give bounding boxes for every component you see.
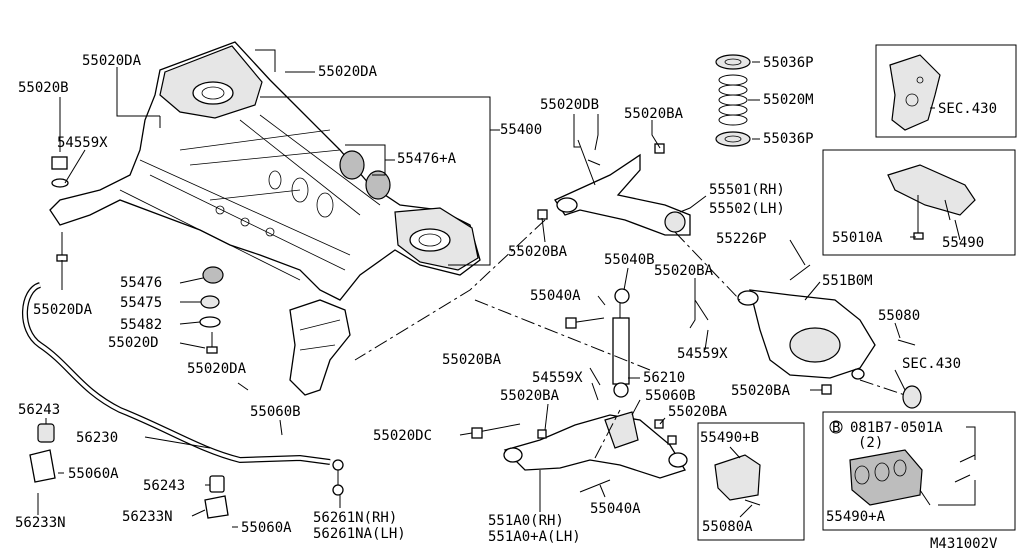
lower-arm-551A0 (471, 411, 688, 493)
label-sec430-mid: SEC.430 (902, 356, 961, 372)
label-55482: 55482 (120, 317, 162, 333)
label-551A0: 551A0(RH) (488, 513, 564, 529)
label-sec430-top: SEC.430 (938, 101, 997, 117)
label-55020BA-7: 55020BA (668, 404, 728, 420)
label-56243-bottom: 56243 (143, 478, 185, 494)
label-55475: 55475 (120, 295, 162, 311)
label-54559X-center: 54559X (532, 370, 583, 386)
label-55020DC: 55020DC (373, 428, 432, 444)
label-55476: 55476 (120, 275, 162, 291)
label-55020DB: 55020DB (540, 97, 599, 113)
label-55060B-left: 55060B (250, 404, 301, 420)
member-55490 (822, 149, 1016, 256)
label-55080A: 55080A (702, 519, 753, 535)
label-55020BA-6: 55020BA (500, 388, 560, 404)
label-551A0A: 551A0+A(LH) (488, 529, 581, 545)
label-551B0M: 551B0M (822, 273, 873, 289)
label-55020DA-top: 55020DA (82, 53, 142, 69)
label-55020DA-top2: 55020DA (318, 64, 378, 80)
label-081B7-qty: (2) (858, 435, 883, 451)
stabilizer-bar (22, 282, 344, 519)
label-55020DA-mid: 55020DA (187, 361, 247, 377)
upper-link-assembly (537, 139, 691, 236)
label-54559X-mid: 54559X (677, 346, 728, 362)
subframe-assembly (49, 41, 481, 396)
bracket-box-55490A (822, 411, 1016, 531)
label-55020DA-left: 55020DA (33, 302, 93, 318)
label-55060B-right: 55060B (645, 388, 696, 404)
lower-link-551B0M (737, 264, 922, 409)
label-081B7: 081B7-0501A (850, 420, 943, 436)
leader-lines (37, 49, 976, 528)
bracket-box-55490B (697, 422, 805, 541)
diagram-id: M431002V (930, 536, 998, 552)
label-55020B: 55020B (18, 80, 69, 96)
label-55020M: 55020M (763, 92, 814, 108)
coil-spring (715, 54, 751, 147)
label-55020D: 55020D (108, 335, 159, 351)
label-55490: 55490 (942, 235, 984, 251)
shock-absorber (565, 288, 630, 398)
label-55020BA-1: 55020BA (624, 106, 684, 122)
label-55040A-bottom: 55040A (590, 501, 641, 517)
label-54559X-left: 54559X (57, 135, 108, 151)
label-55080: 55080 (878, 308, 920, 324)
label-b-marker: B (832, 420, 840, 436)
label-56230: 56230 (76, 430, 118, 446)
labels: 55020DA 55020DA 55020B 54559X 55400 5547… (15, 53, 998, 552)
label-55060A-left: 55060A (68, 466, 119, 482)
label-55490B: 55490+B (700, 430, 759, 446)
label-55010A: 55010A (832, 230, 883, 246)
label-55400: 55400 (500, 122, 542, 138)
label-55502: 55502(LH) (709, 201, 785, 217)
label-55060A-bottom: 55060A (241, 520, 292, 536)
label-56210: 56210 (643, 370, 685, 386)
label-55040B: 55040B (604, 252, 655, 268)
label-55476A: 55476+A (397, 151, 457, 167)
label-56261NA: 56261NA(LH) (313, 526, 406, 542)
label-55501: 55501(RH) (709, 182, 785, 198)
label-55490A: 55490+A (826, 509, 886, 525)
label-55020BA-5: 55020BA (442, 352, 502, 368)
b-marker-circle (829, 420, 843, 434)
label-55020BA-4: 55020BA (731, 383, 791, 399)
label-55020BA-2: 55020BA (508, 244, 568, 260)
connection-lines (354, 219, 906, 459)
label-55036P-top: 55036P (763, 55, 814, 71)
label-56233N-left: 56233N (15, 515, 66, 531)
knuckle-sec430 (875, 44, 1017, 138)
label-55036P-bottom: 55036P (763, 131, 814, 147)
label-55226P: 55226P (716, 231, 767, 247)
label-56243-left: 56243 (18, 402, 60, 418)
label-55020BA-3: 55020BA (654, 263, 714, 279)
label-56233N-bottom: 56233N (122, 509, 173, 525)
label-56261N: 56261N(RH) (313, 510, 397, 526)
label-55040A-mid: 55040A (530, 288, 581, 304)
